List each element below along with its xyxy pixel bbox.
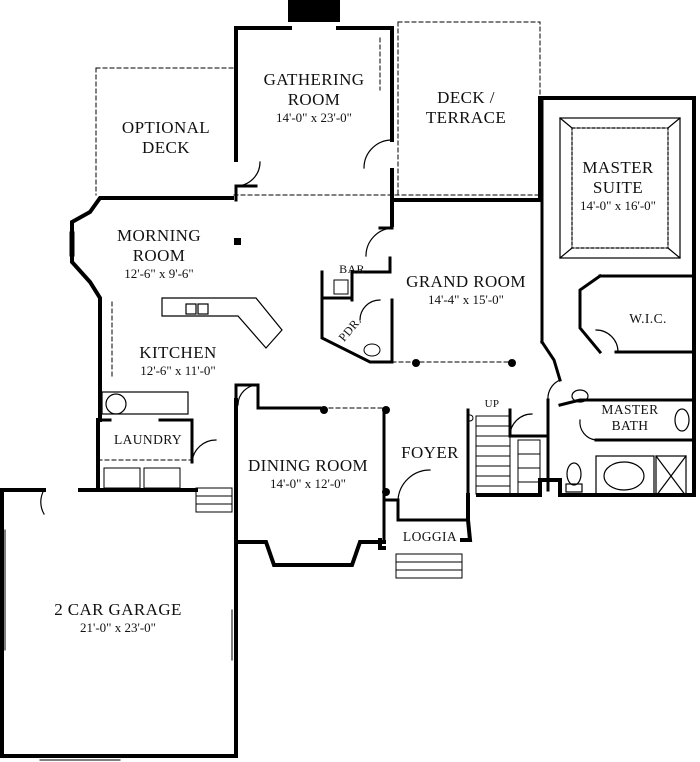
foyer-label: FOYER [401,443,459,463]
bar-label: BAR [339,262,365,276]
door-swings [40,139,619,515]
dining-room-name: DINING ROOM [247,456,369,475]
stair-up-label: UP [485,398,500,411]
optional-deck-name-line2: DECK [142,138,190,158]
windows [0,231,233,761]
gathering-room-dims: 14'-0" x 23'-0" [276,110,352,126]
foyer-name: FOYER [401,443,459,462]
stairs [466,414,541,495]
gathering-room-label: GATHERING ROOM 14'-0" x 23'-0" [264,70,365,125]
bar-name: BAR [339,262,365,276]
kitchen-label: KITCHEN 12'-6" x 11'-0" [139,343,216,378]
grand-room-name: GRAND ROOM [406,272,526,291]
garage-label: 2 CAR GARAGE 21'-0" x 23'-0" [54,600,182,635]
bath-fixtures [565,389,690,497]
deck-terrace-label: DECK / TERRACE [426,88,506,128]
laundry-name: LAUNDRY [113,432,183,447]
optional-deck-label: OPTIONAL DECK [122,118,210,158]
kitchen-dims: 12'-6" x 11'-0" [140,363,216,379]
morning-room-name-line1: MORNING [116,226,202,245]
bar-fixtures [333,279,381,357]
gathering-room-name-line1: GATHERING [263,70,365,89]
loggia-label: LOGGIA [403,529,457,545]
master-suite-name-line2: SUITE [592,178,644,198]
grand-room-label: GRAND ROOM 14'-4" x 15'-0" [406,272,526,307]
morning-room-name-line2: ROOM [132,246,186,266]
tray-ceiling [559,117,681,259]
morning-room-dims: 12'-6" x 9'-6" [124,266,194,282]
columns [234,238,516,496]
master-bath-name-line2: BATH [611,417,649,433]
wic-name: W.I.C. [629,311,667,326]
kitchen-island [101,297,283,415]
dining-room-label: DINING ROOM 14'-0" x 12'-0" [248,456,368,491]
optional-deck-name-line1: OPTIONAL [121,118,211,137]
grand-room-dims: 14'-4" x 15'-0" [428,292,504,308]
stair-up-name: UP [484,398,500,410]
master-suite-label: MASTER SUITE 14'-0" x 16'-0" [580,158,656,213]
laundry-appliances [103,467,181,489]
dining-room-dims: 14'-0" x 12'-0" [270,476,346,492]
master-bath-name-line1: MASTER [601,402,659,417]
wic-label: W.I.C. [629,311,667,327]
kitchen-name: KITCHEN [139,343,217,362]
dashed-lines [95,21,541,491]
garage-name: 2 CAR GARAGE [54,600,182,619]
garage-steps [195,487,233,513]
morning-room-label: MORNING ROOM 12'-6" x 9'-6" [117,226,201,281]
master-suite-dims: 14'-0" x 16'-0" [580,198,656,214]
loggia-steps [395,553,463,579]
interior-walls [96,98,696,544]
laundry-label: LAUNDRY [114,432,182,448]
gathering-room-name-line2: ROOM [287,90,341,110]
deck-terrace-name-line1: DECK / [437,88,495,107]
chimney [288,0,340,22]
master-bath-label: MASTER BATH [601,402,658,434]
garage-dims: 21'-0" x 23'-0" [80,620,156,636]
loggia-name: LOGGIA [402,529,458,544]
exterior-walls [0,26,696,758]
master-suite-name-line1: MASTER [582,158,654,177]
deck-terrace-name-line2: TERRACE [425,108,507,128]
